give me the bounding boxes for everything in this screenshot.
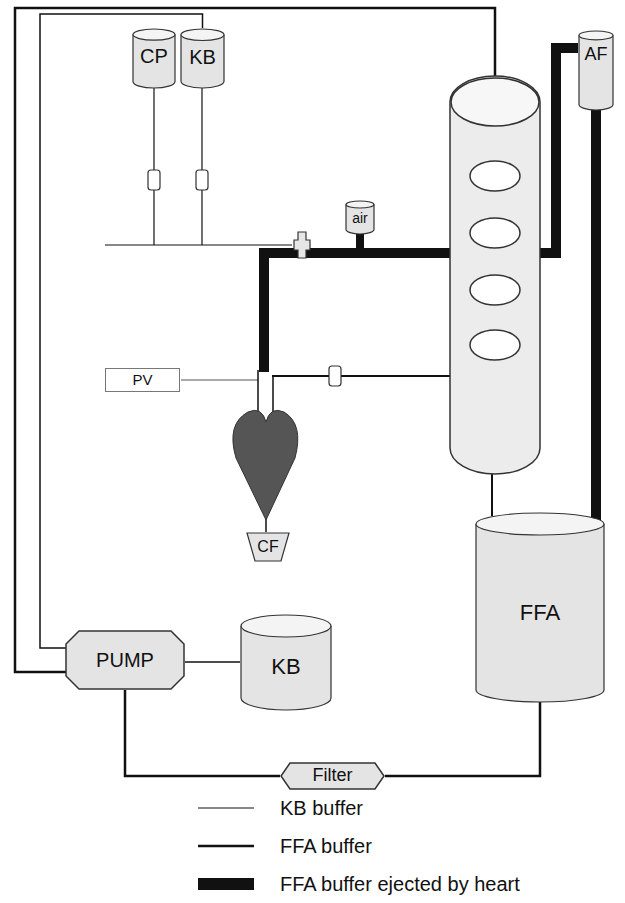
reservoir-cylinder: KB [240,614,332,710]
legend-sample [198,871,256,897]
legend-sample [198,795,256,821]
ffa-line [15,8,495,672]
node-label: PV [132,372,152,389]
reservoir-cylinder: AF [578,30,614,110]
column-disc [470,161,520,191]
column-top [451,78,539,126]
valve [196,170,208,190]
cylinder-body [346,205,374,235]
cylinder-body [579,35,613,110]
tubing-line [185,661,240,663]
node-label: CP [140,45,168,67]
air-stub [356,234,364,252]
valve [148,170,160,190]
pressure-box: PV [105,368,180,392]
cylinder-top [181,29,224,41]
tubing-line [40,14,203,648]
legend-entry: FFA buffer ejected by heart [198,871,520,897]
pump-outline [66,631,184,689]
reservoir-cylinder: CP [132,28,176,88]
node-label: AF [584,45,607,65]
cp-line [153,88,154,245]
node-label: PUMP [96,649,154,671]
legend-sample [198,833,256,859]
legend-label: FFA buffer ejected by heart [280,873,520,895]
cannula [258,370,273,412]
legend-entry: KB buffer [198,795,363,821]
cylinder-body [476,524,604,702]
cylinder-top [133,29,175,40]
oxygenator-column [450,76,540,474]
column-heart-line [272,375,450,377]
cylinder-body [133,35,175,88]
legend-label: FFA buffer [280,835,372,857]
tubing-line [385,702,540,776]
node-label: air [352,211,368,226]
node-outline [578,30,614,110]
cylinder-top [346,201,374,208]
kb-junction-line [105,244,292,245]
reservoir-cylinder: KB [180,28,225,88]
kb-line [201,88,202,245]
legend-label: KB buffer [280,797,363,819]
cross-connector [294,232,310,258]
tubing-line [591,108,601,522]
box-outline [106,369,180,392]
collector-funnel: CF [246,532,290,562]
filter-box: Filter [280,762,385,790]
reservoir-cylinder: FFA [475,512,605,702]
pump-box: PUMP [65,630,185,690]
valve [329,366,341,386]
node-label: FFA [520,601,560,625]
column-drain-line [491,474,493,516]
cylinder-top [579,31,613,40]
filter-outline [281,763,384,789]
air-cylinder: air [345,200,375,234]
heart [233,410,298,520]
pv-line [181,380,258,381]
funnel-outline [247,533,289,561]
node-label: CF [257,538,278,556]
cylinder-top [476,513,604,535]
column-disc [470,275,520,305]
cylinder-top [241,615,331,637]
column-disc [470,218,520,248]
column-disc [470,330,520,360]
node-label: KB [271,655,300,679]
cylinder-body [181,35,224,88]
legend-entry: FFA buffer [198,833,372,859]
cylinder-body [241,626,331,710]
node-label: KB [189,46,216,68]
node-label: Filter [313,766,353,786]
